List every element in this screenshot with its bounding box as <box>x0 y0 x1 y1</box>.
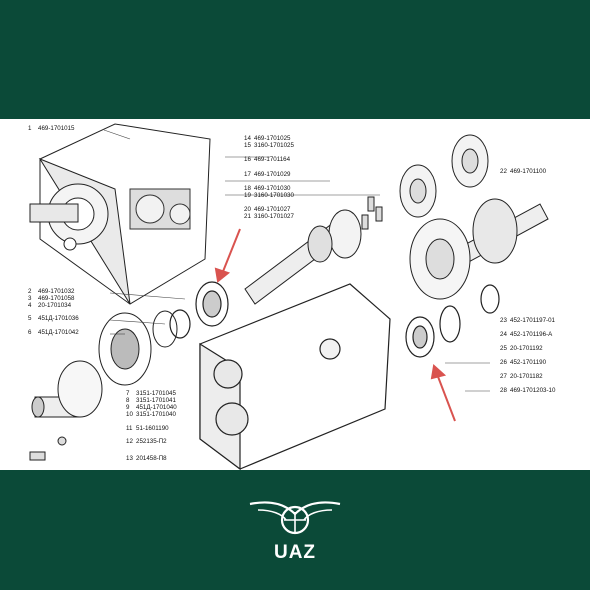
input-shaft <box>244 209 362 305</box>
part-number-3: 3 <box>28 295 32 302</box>
part-number-22: 22 <box>500 168 507 175</box>
part-code-9: 451Д-1701040 <box>136 404 177 411</box>
part-code-26: 452-1701190 <box>510 359 547 366</box>
main-shaft <box>409 198 549 300</box>
part-code-11: 51-1601190 <box>136 425 169 432</box>
part-number-19: 19 <box>244 192 251 199</box>
part-number-13: 13 <box>126 455 133 462</box>
part-code-5: 451Д-1701036 <box>38 315 79 322</box>
part-code-27: 20-1701182 <box>510 373 543 380</box>
part-code-19: 3160-1701030 <box>254 192 294 199</box>
part-number-25: 25 <box>500 345 507 352</box>
part-number-5: 5 <box>28 315 32 322</box>
part-code-21: 3160-1701027 <box>254 213 294 220</box>
part-number-28: 28 <box>500 387 507 394</box>
part-number-26: 26 <box>500 359 507 366</box>
part-code-10: 3151-1701040 <box>136 411 176 418</box>
part-number-12: 12 <box>126 438 133 445</box>
part-number-10: 10 <box>126 411 133 418</box>
highlight-arrows <box>214 228 456 422</box>
part-number-7: 7 <box>126 390 130 397</box>
part-number-23: 23 <box>500 317 507 324</box>
part-number-6: 6 <box>28 329 32 336</box>
part-number-14: 14 <box>244 135 251 142</box>
brand-name: UAZ <box>273 542 317 563</box>
part-code-15: 3160-1701025 <box>254 142 294 149</box>
part-number-21: 21 <box>244 213 251 220</box>
part-number-27: 27 <box>500 373 507 380</box>
gearbox-exploded-view: 1 469-1701015 2 469-1701032 3 469-1701058 4 20-… <box>28 123 556 470</box>
part-code-18: 469-1701030 <box>254 185 291 192</box>
part-code-20: 469-1701027 <box>254 206 291 213</box>
brand-footer <box>249 501 341 535</box>
part-number-24: 24 <box>500 331 507 338</box>
gearbox-main-housing <box>199 283 391 470</box>
part-number-4: 4 <box>28 302 32 309</box>
part-labels: 1 469-1701015 2 469-1701032 3 469-1701058 4 20-… <box>28 125 556 462</box>
part-number-2: 2 <box>28 288 32 295</box>
part-number-1: 1 <box>28 125 32 132</box>
part-code-7: 3151-1701045 <box>136 390 176 397</box>
part-code-3: 469-1701058 <box>38 295 75 302</box>
part-number-8: 8 <box>126 397 130 404</box>
uaz-wings-logo-icon <box>249 501 341 535</box>
part-number-11: 11 <box>126 425 133 432</box>
part-code-8: 3151-1701041 <box>136 397 176 404</box>
part-code-24: 452-1701196-А <box>510 331 553 338</box>
needle-rollers <box>361 196 383 230</box>
output-flange <box>98 310 178 386</box>
part-code-28: 469-1701203-10 <box>510 387 556 394</box>
part-number-17: 17 <box>244 171 251 178</box>
part-code-6: 451Д-1701042 <box>38 329 79 336</box>
part-code-17: 469-1701029 <box>254 171 291 178</box>
driveline-yoke <box>31 360 103 418</box>
part-number-16: 16 <box>244 156 251 163</box>
part-code-2: 469-1701032 <box>38 288 75 295</box>
part-code-14: 469-1701025 <box>254 135 291 142</box>
part-number-18: 18 <box>244 185 251 192</box>
bearing-right <box>405 284 500 358</box>
part-code-16: 469-1701164 <box>254 156 291 163</box>
part-code-25: 20-1701192 <box>510 345 543 352</box>
transfer-case-front-housing <box>29 123 211 305</box>
part-code-4: 20-1701034 <box>38 302 72 309</box>
part-code-1: 469-1701015 <box>38 125 75 132</box>
part-code-13: 201458-П8 <box>136 455 167 462</box>
housing-internal-gears <box>129 188 191 230</box>
bolts <box>29 436 67 461</box>
part-number-9: 9 <box>126 404 130 411</box>
part-code-22: 469-1701100 <box>510 168 547 175</box>
part-code-23: 452-1701197-01 <box>510 317 556 324</box>
part-code-12: 252135-П2 <box>136 438 167 445</box>
part-number-15: 15 <box>244 142 251 149</box>
synchro-gears <box>399 134 489 218</box>
bearing-left <box>169 281 229 339</box>
exploded-diagram-panel: 1 469-1701015 2 469-1701032 3 469-1701058 4 20-… <box>0 119 590 470</box>
leader-lines <box>103 129 490 392</box>
part-number-20: 20 <box>244 206 251 213</box>
